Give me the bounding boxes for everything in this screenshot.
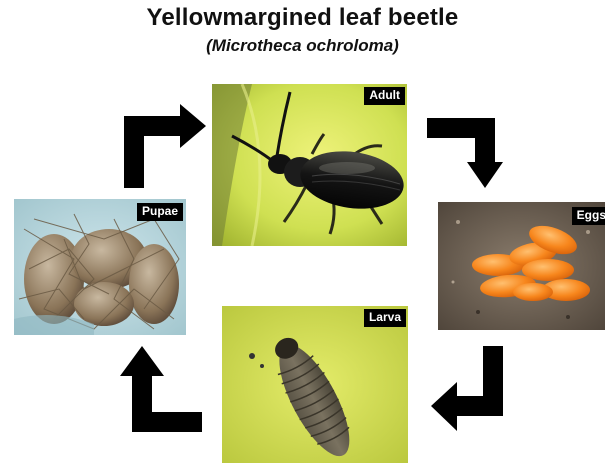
eggs-photo: Eggs [438,202,605,330]
diagram-subtitle: (Microtheca ochroloma) [0,36,605,56]
diagram-title: Yellowmargined leaf beetle [0,4,605,32]
arrow-eggs-to-larva-icon [431,346,503,431]
eggs-label: Eggs [572,207,605,225]
adult-photo: Adult [212,84,407,246]
adult-label: Adult [364,87,405,105]
larva-label: Larva [364,309,406,327]
arrow-larva-to-pupae-icon [120,346,202,432]
larva-photo: Larva [222,306,408,463]
arrow-pupae-to-adult-icon [124,104,206,188]
adult-beetle-image [212,84,407,246]
pupae-label: Pupae [137,203,183,221]
larva-image [222,306,408,463]
arrow-adult-to-eggs-icon [427,118,503,188]
pupae-photo: Pupae [14,199,186,335]
